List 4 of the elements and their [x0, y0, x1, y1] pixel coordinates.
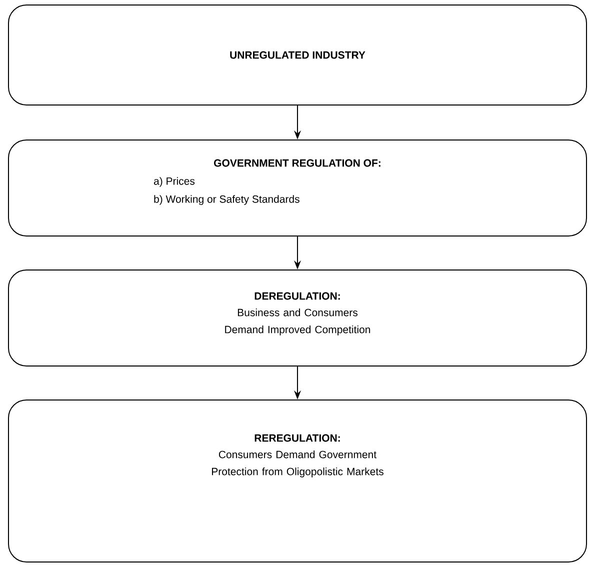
process-box: REREGULATION: Consumers Demand Government Protection from Oligopolistic Markets [8, 400, 587, 562]
process-box: GOVERNMENT REGULATION OF: a) Prices b) Working or Safety Standards [8, 140, 587, 236]
process-box: DEREGULATION: Business and Consumers Demand Improved Competition [8, 270, 587, 366]
process-box: UNREGULATED INDUSTRY [8, 4, 587, 106]
